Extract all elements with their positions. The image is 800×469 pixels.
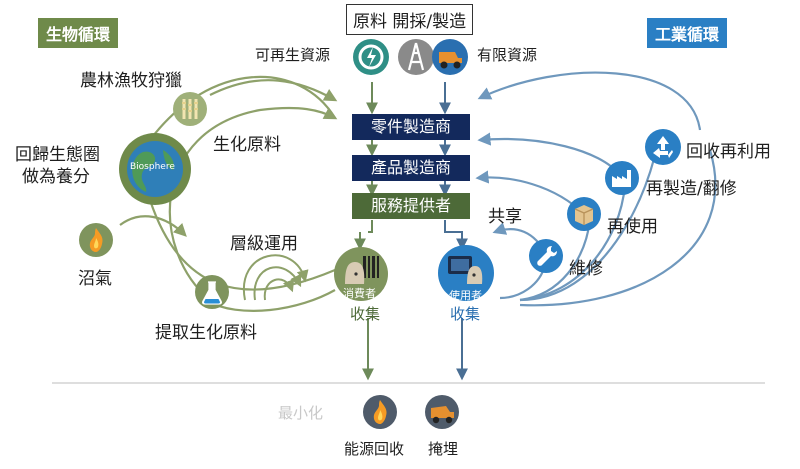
landfill-label: 掩埋 bbox=[428, 440, 459, 458]
remanufacture-label: 再製造/翻修 bbox=[646, 179, 737, 199]
finite-label: 有限資源 bbox=[477, 46, 538, 64]
energy-recovery-label: 能源回收 bbox=[344, 440, 405, 458]
biogas-label: 沼氣 bbox=[78, 269, 112, 289]
restore-label-line1: 回歸生態圈 bbox=[15, 145, 100, 165]
product-maker-box: 產品製造商 bbox=[352, 155, 470, 181]
maintain-label: 維修 bbox=[569, 259, 603, 279]
consumer-icon bbox=[333, 246, 389, 306]
renewable-label: 可再生資源 bbox=[255, 46, 331, 64]
user-icon bbox=[437, 244, 495, 306]
industrial-cycle-header: 工業循環 bbox=[647, 18, 728, 48]
consumer-label: 消費者 bbox=[343, 287, 376, 300]
landfill-truck-icon bbox=[424, 394, 460, 434]
user-collect-label: 收集 bbox=[450, 305, 481, 323]
consumer-collect-label: 收集 bbox=[350, 305, 381, 323]
cascade-label: 層級運用 bbox=[230, 234, 298, 254]
biogas-flame-icon bbox=[78, 222, 114, 262]
renewable-energy-icon bbox=[352, 38, 390, 80]
parts-maker-box: 零件製造商 bbox=[352, 114, 470, 140]
wrench-icon bbox=[528, 238, 564, 278]
cascade-spiral bbox=[242, 254, 309, 301]
service-provider-box: 服務提供者 bbox=[352, 193, 470, 219]
biosphere-label: Biosphere bbox=[130, 162, 175, 172]
central-flows bbox=[354, 82, 468, 381]
energy-recovery-icon bbox=[362, 394, 398, 434]
box-reuse-icon bbox=[566, 196, 602, 236]
biochem-label: 生化原料 bbox=[213, 135, 281, 155]
user-label: 使用者 bbox=[449, 289, 482, 302]
oil-derrick-icon bbox=[398, 38, 434, 80]
restore-label-line2: 做為養分 bbox=[22, 167, 90, 187]
bio-cycle-header: 生物循環 bbox=[38, 18, 119, 48]
wheat-fish-icon bbox=[172, 91, 208, 131]
factory-icon bbox=[604, 160, 640, 200]
extract-label: 提取生化原料 bbox=[155, 323, 257, 343]
recycle-icon bbox=[644, 128, 682, 170]
biosphere-icon bbox=[118, 132, 192, 210]
reuse-label: 再使用 bbox=[607, 217, 658, 237]
flask-icon bbox=[194, 274, 230, 314]
mining-truck-icon bbox=[431, 38, 469, 80]
recycle-label: 回收再利用 bbox=[686, 142, 771, 162]
share-label: 共享 bbox=[488, 207, 522, 227]
farming-label: 農林漁牧狩獵 bbox=[80, 71, 182, 91]
raw-materials-header: 原料 開採/製造 bbox=[346, 4, 474, 35]
minimize-label: 最小化 bbox=[278, 404, 324, 422]
